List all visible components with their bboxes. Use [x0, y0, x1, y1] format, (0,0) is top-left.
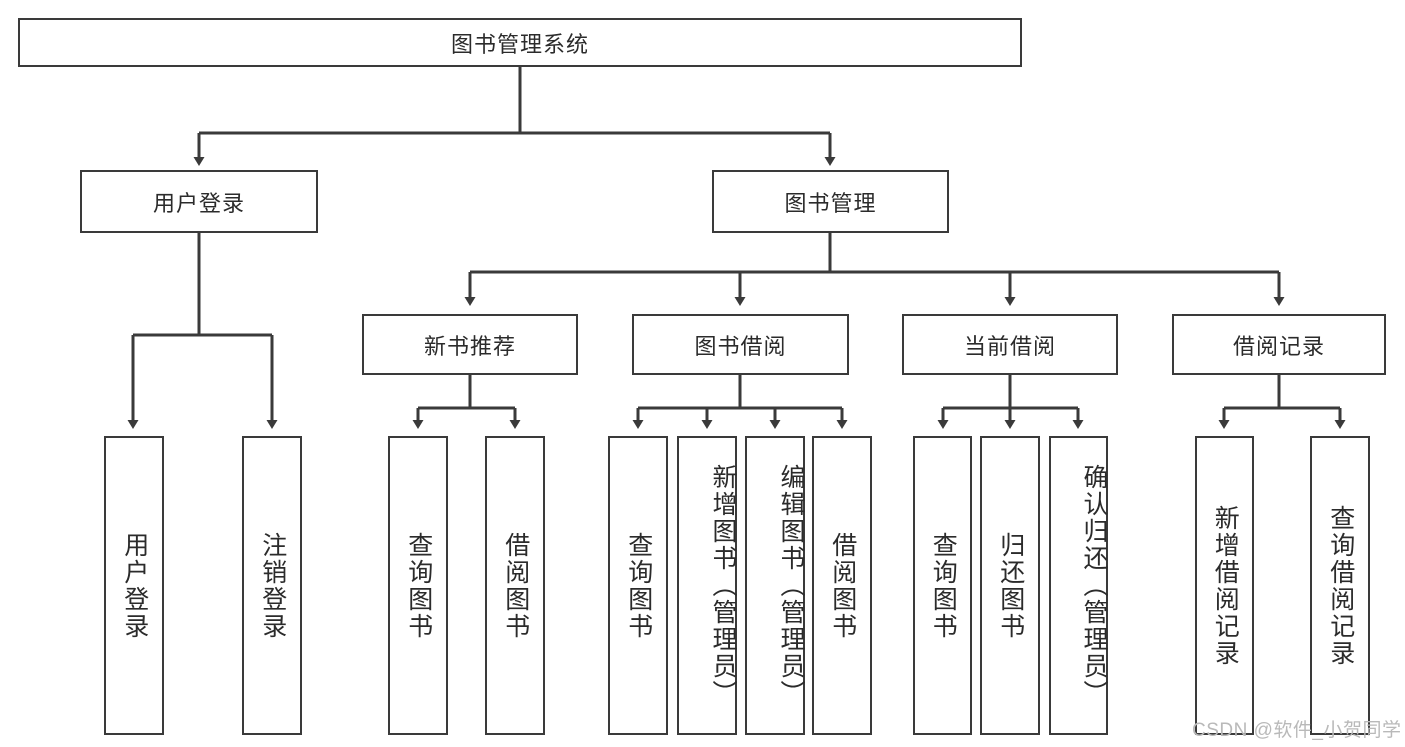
leaf-label: 编辑图书（管理员） [777, 464, 805, 707]
leaf-borrow-record-add[interactable]: 新增借阅记录 [1195, 436, 1254, 735]
node-current-borrow[interactable]: 当前借阅 [902, 314, 1118, 375]
leaf-label: 查询图书 [624, 531, 653, 640]
node-user-login[interactable]: 用户登录 [80, 170, 318, 233]
node-new-book-recommend-label: 新书推荐 [423, 333, 516, 359]
node-borrow-record-label: 借阅记录 [1232, 333, 1325, 359]
leaf-label: 查询图书 [404, 531, 433, 640]
leaf-new-book-query[interactable]: 查询图书 [388, 436, 448, 735]
leaf-label: 借阅图书 [828, 531, 857, 640]
leaf-label: 新增图书（管理员） [709, 464, 737, 707]
leaf-book-borrow-borrow[interactable]: 借阅图书 [812, 436, 872, 735]
node-book-management[interactable]: 图书管理 [712, 170, 949, 233]
leaf-current-borrow-query[interactable]: 查询图书 [913, 436, 972, 735]
node-current-borrow-label: 当前借阅 [963, 333, 1056, 359]
leaf-current-borrow-confirm-return[interactable]: 确认归还（管理员） [1049, 436, 1108, 735]
leaf-book-borrow-add[interactable]: 新增图书（管理员） [677, 436, 737, 735]
leaf-label: 查询借阅记录 [1326, 504, 1355, 667]
leaf-user-login-login[interactable]: 用户登录 [104, 436, 164, 735]
node-borrow-record[interactable]: 借阅记录 [1172, 314, 1386, 375]
leaf-borrow-record-query[interactable]: 查询借阅记录 [1310, 436, 1370, 735]
leaf-book-borrow-edit[interactable]: 编辑图书（管理员） [745, 436, 805, 735]
node-root-label: 图书管理系统 [450, 31, 589, 57]
leaf-current-borrow-return[interactable]: 归还图书 [980, 436, 1040, 735]
leaf-label: 归还图书 [996, 531, 1025, 640]
node-book-borrow-label: 图书借阅 [694, 333, 787, 359]
leaf-book-borrow-query[interactable]: 查询图书 [608, 436, 668, 735]
node-user-login-label: 用户登录 [152, 190, 245, 216]
leaf-label: 新增借阅记录 [1211, 504, 1240, 667]
leaf-new-book-borrow[interactable]: 借阅图书 [485, 436, 545, 735]
leaf-label: 借阅图书 [501, 531, 530, 640]
node-book-borrow[interactable]: 图书借阅 [632, 314, 849, 375]
node-book-management-label: 图书管理 [784, 190, 877, 216]
node-new-book-recommend[interactable]: 新书推荐 [362, 314, 578, 375]
csdn-watermark: CSDN @软件_小贺同学 [1192, 720, 1402, 741]
leaf-label: 用户登录 [120, 531, 149, 640]
leaf-label: 注销登录 [258, 531, 287, 640]
leaf-label: 确认归还（管理员） [1080, 464, 1108, 707]
leaf-user-login-logout[interactable]: 注销登录 [242, 436, 302, 735]
leaf-label: 查询图书 [929, 531, 958, 640]
node-root[interactable]: 图书管理系统 [18, 18, 1022, 67]
